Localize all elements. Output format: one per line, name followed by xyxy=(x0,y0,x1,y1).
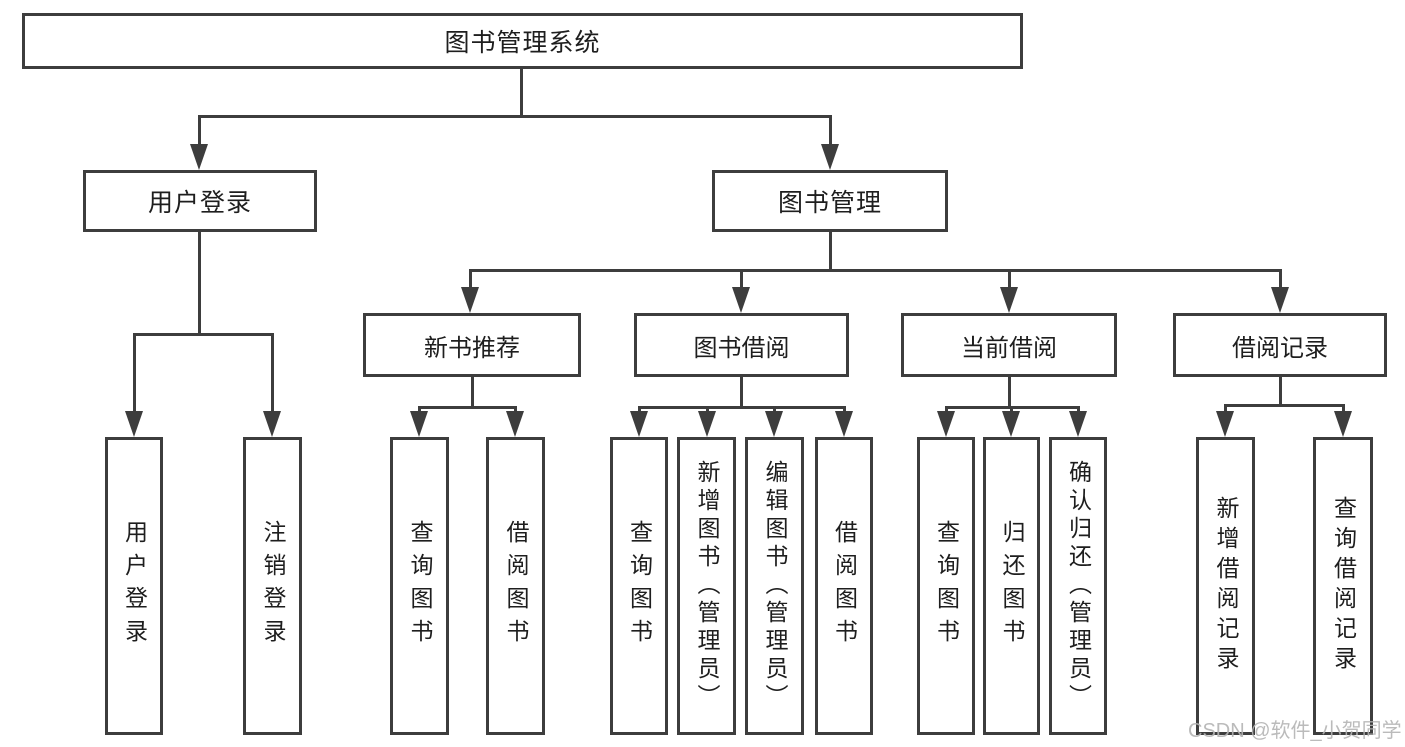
node-current-borrowing: 当前借阅 xyxy=(901,313,1117,377)
node-return-books: 归还图书 xyxy=(983,437,1040,735)
arrow-down-icon xyxy=(263,411,281,437)
csdn-watermark: CSDN @软件_小贺同学 xyxy=(1188,720,1402,742)
connector-mgmt-drop-4 xyxy=(1279,269,1282,289)
connector-newbook-drop-1 xyxy=(418,406,421,414)
arrow-down-icon xyxy=(461,287,479,313)
arrow-down-icon xyxy=(1069,411,1087,437)
connector-borrowing-stem xyxy=(740,377,743,409)
node-query-books-a: 查询图书 xyxy=(390,437,449,735)
arrow-down-icon xyxy=(1334,411,1352,437)
node-book-management: 图书管理 xyxy=(712,170,948,232)
connector-mgmt-hbar xyxy=(469,269,1282,272)
connector-newbook-stem xyxy=(471,377,474,409)
connector-current-drop-2 xyxy=(1010,406,1013,414)
connector-records-drop-1 xyxy=(1224,404,1227,414)
connector-records-stem xyxy=(1279,377,1282,407)
node-borrow-books-b: 借阅图书 xyxy=(815,437,873,735)
node-query-books-c: 查询图书 xyxy=(917,437,975,735)
node-logout: 注销登录 xyxy=(243,437,302,735)
node-add-book-admin: 新增图书（管理员） xyxy=(677,437,736,735)
connector-login-stem xyxy=(198,232,201,336)
connector-records-hbar xyxy=(1224,404,1344,407)
node-edit-book-admin: 编辑图书（管理员） xyxy=(745,437,804,735)
arrow-down-icon xyxy=(1002,411,1020,437)
arrow-down-icon xyxy=(190,144,208,170)
connector-borrowing-drop-4 xyxy=(843,406,846,414)
node-borrow-books-a: 借阅图书 xyxy=(486,437,545,735)
arrow-down-icon xyxy=(821,144,839,170)
connector-current-stem xyxy=(1008,377,1011,409)
arrow-down-icon xyxy=(1216,411,1234,437)
arrow-down-icon xyxy=(410,411,428,437)
connector-root-drop-right xyxy=(829,115,832,146)
connector-newbook-drop-2 xyxy=(514,406,517,414)
node-user-login: 用户登录 xyxy=(105,437,163,735)
connector-borrowing-drop-2 xyxy=(706,406,709,414)
arrow-down-icon xyxy=(506,411,524,437)
connector-borrowing-hbar xyxy=(638,406,846,409)
connector-mgmt-drop-2 xyxy=(740,269,743,289)
connector-records-drop-2 xyxy=(1342,404,1345,414)
node-new-book-recommendation: 新书推荐 xyxy=(363,313,581,377)
connector-current-drop-3 xyxy=(1077,406,1080,414)
arrow-down-icon xyxy=(835,411,853,437)
arrow-down-icon xyxy=(1271,287,1289,313)
node-book-borrowing: 图书借阅 xyxy=(634,313,849,377)
arrow-down-icon xyxy=(630,411,648,437)
node-library-management-system: 图书管理系统 xyxy=(22,13,1023,69)
connector-mgmt-drop-1 xyxy=(469,269,472,289)
connector-newbook-hbar xyxy=(418,406,517,409)
arrow-down-icon xyxy=(1000,287,1018,313)
connector-login-drop-right xyxy=(271,333,274,413)
node-query-borrow-record: 查询借阅记录 xyxy=(1313,437,1373,735)
connector-current-drop-1 xyxy=(945,406,948,414)
connector-borrowing-drop-1 xyxy=(638,406,641,414)
node-borrowing-records: 借阅记录 xyxy=(1173,313,1387,377)
connector-root-hbar xyxy=(198,115,832,118)
connector-mgmt-stem xyxy=(829,232,832,272)
node-query-books-b: 查询图书 xyxy=(610,437,668,735)
connector-root-stem xyxy=(520,69,523,118)
connector-root-drop-left xyxy=(198,115,201,146)
arrow-down-icon xyxy=(732,287,750,313)
node-user-login-group: 用户登录 xyxy=(83,170,317,232)
arrow-down-icon xyxy=(698,411,716,437)
connector-borrowing-drop-3 xyxy=(773,406,776,414)
node-add-borrow-record: 新增借阅记录 xyxy=(1196,437,1255,735)
arrow-down-icon xyxy=(765,411,783,437)
connector-mgmt-drop-3 xyxy=(1008,269,1011,289)
connector-login-hbar xyxy=(133,333,274,336)
arrow-down-icon xyxy=(125,411,143,437)
arrow-down-icon xyxy=(937,411,955,437)
node-confirm-return-admin: 确认归还（管理员） xyxy=(1049,437,1107,735)
connector-login-drop-left xyxy=(133,333,136,413)
